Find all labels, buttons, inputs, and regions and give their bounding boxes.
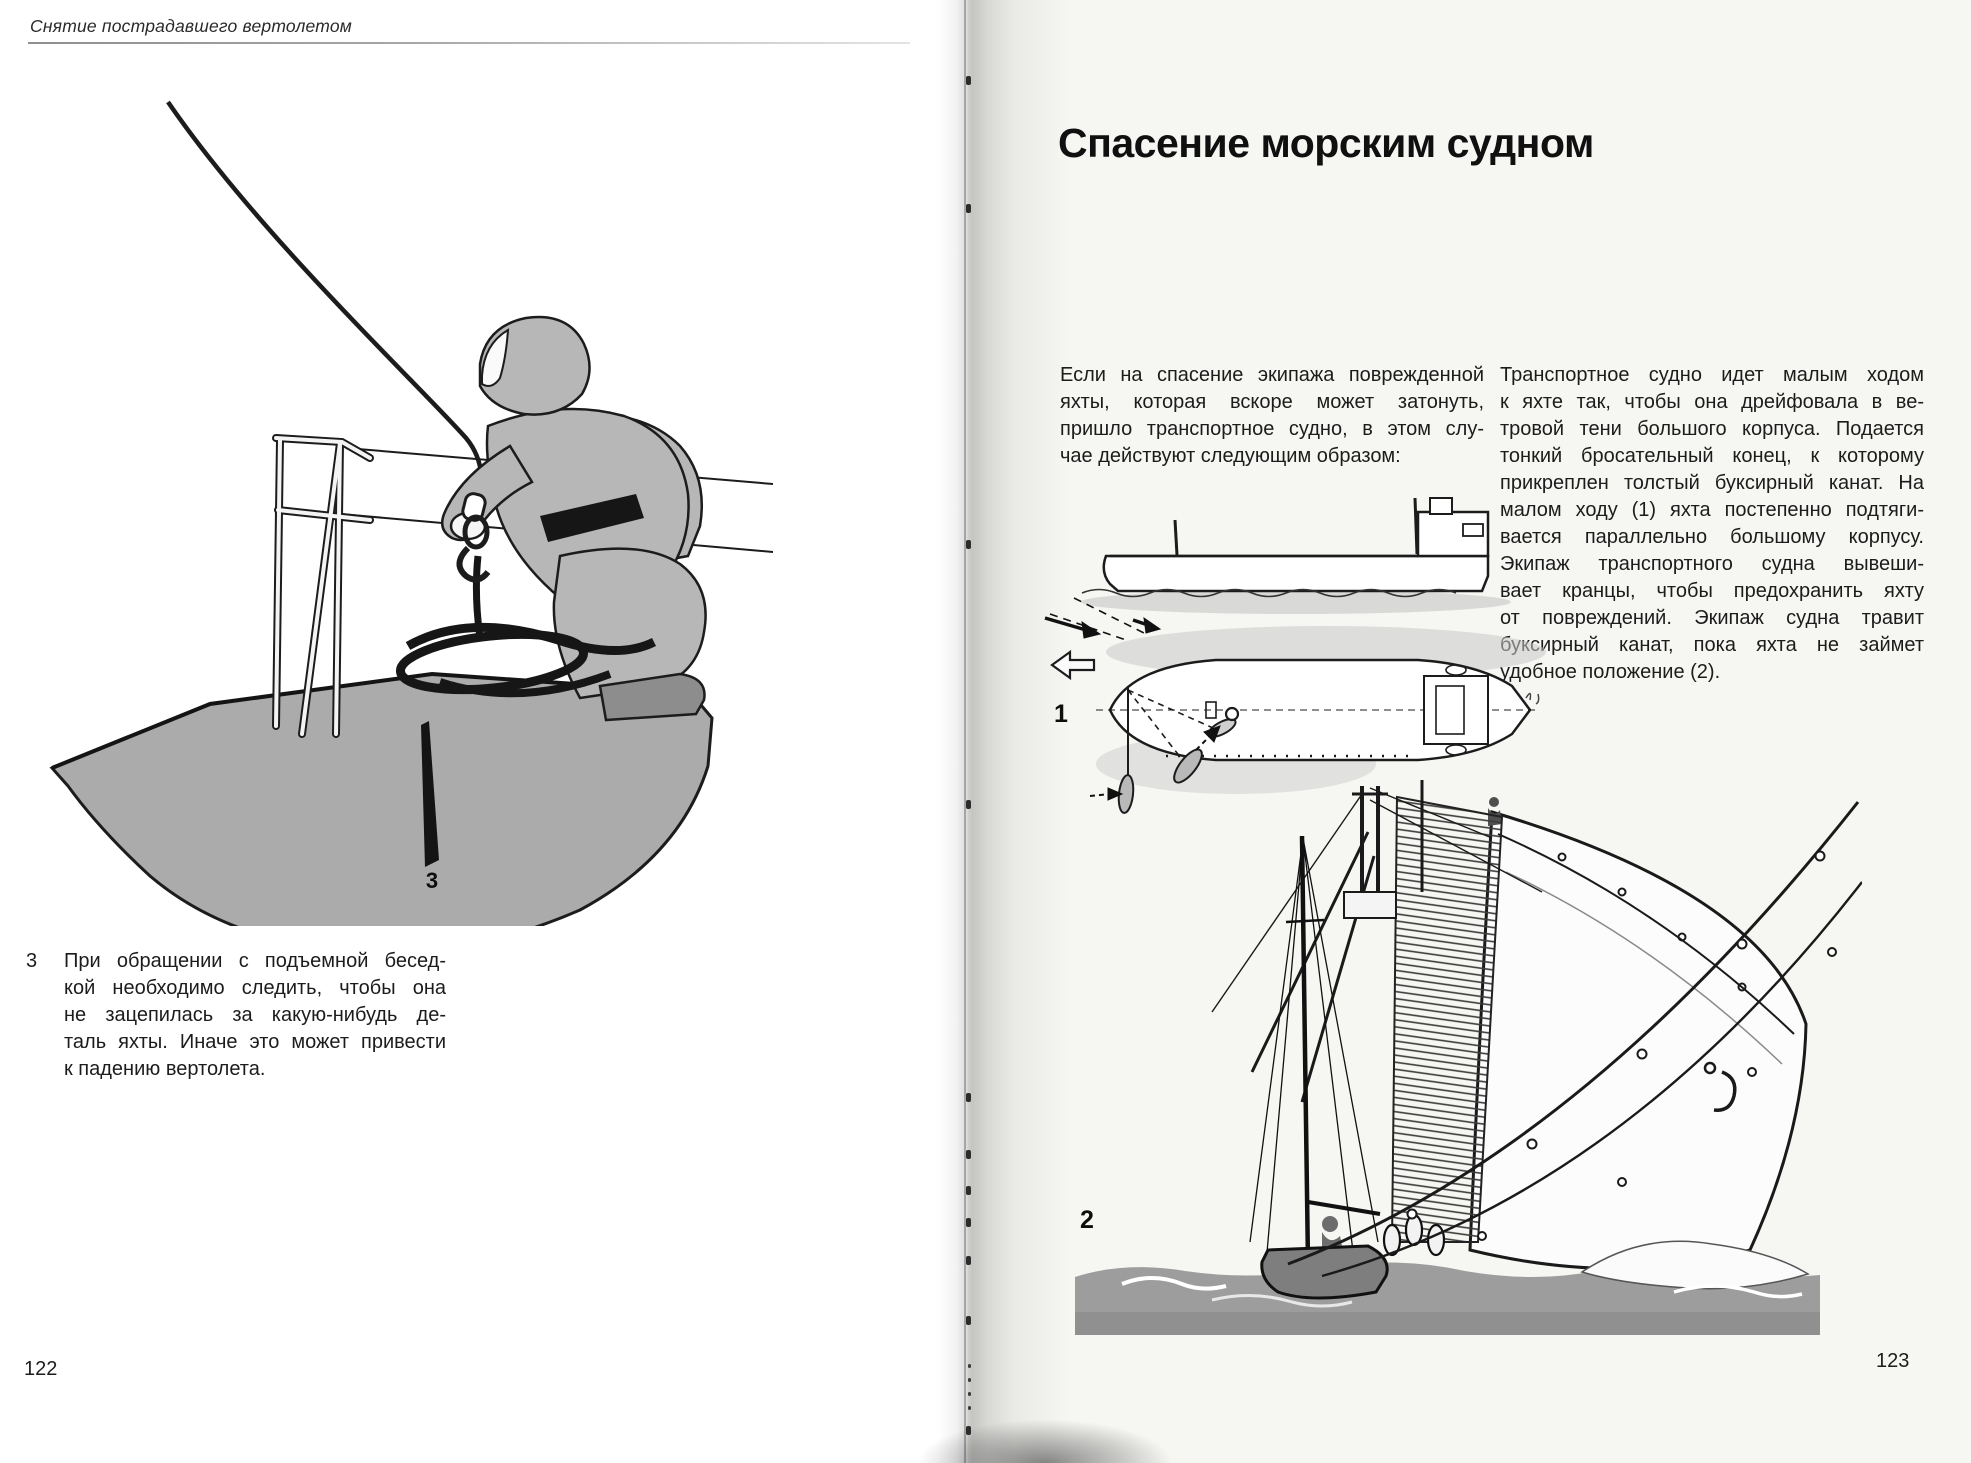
caption-line: кой необходимо следить, чтобы она — [64, 977, 446, 999]
body-line: Транспортное судно идет малым ходом — [1500, 364, 1924, 386]
gutter-shadow — [938, 0, 1070, 1463]
body-line: удобное положение (2). — [1500, 661, 1721, 683]
caption-number: 3 — [26, 950, 38, 972]
running-header: Снятие пострадавшего вертолетом — [30, 16, 352, 36]
caption-line: При обращении с подъемной бесед- — [64, 950, 446, 972]
figure-3-marker-label: 3 — [425, 868, 439, 893]
figure-2-label: 2 — [1080, 1206, 1094, 1234]
body-line: буксирный канат, пока яхта не займет — [1500, 634, 1924, 656]
page-edge — [964, 0, 966, 1463]
intro-line: Если на спасение экипажа поврежденной — [1060, 364, 1484, 386]
figure-2-illustration — [1075, 780, 1862, 1335]
body-paragraph: Транспортное судно идет малым ходом к ях… — [1500, 362, 1924, 686]
body-line: Экипаж транспортного судна вывеши- — [1500, 553, 1924, 575]
caption-text: При обращении с подъемной бесед- кой нео… — [64, 948, 446, 1083]
body-line: прикреплен толстый буксирный канат. На — [1500, 472, 1924, 494]
helicopter-winch-illustration — [49, 100, 773, 926]
body-line: к яхте так, чтобы она дрейфовала в ве- — [1500, 391, 1924, 413]
caption-line: таль яхты. Иначе это может привести — [64, 1031, 446, 1053]
intro-line: пришло транспортное судно, в этом слу- — [1060, 418, 1484, 440]
figure-caption: 3 При обращении с подъемной бесед- кой н… — [26, 948, 450, 1083]
body-line: тонкий бросательный конец, к которому — [1500, 445, 1924, 467]
page-number-left: 122 — [24, 1358, 58, 1380]
caption-line: не зацепилась за какую-нибудь де- — [64, 1004, 446, 1026]
intro-line: чае действуют следующим образом: — [1060, 445, 1401, 467]
body-line: малом ходу (1) яхта постепенно подтяги- — [1500, 499, 1924, 521]
figure-1-diagram — [1044, 497, 1546, 814]
right-page-title: Спасение морским судном — [1058, 120, 1594, 166]
body-line: вает кранцы, чтобы предохранить яхту — [1500, 580, 1924, 602]
bottom-gutter-shadow — [920, 1420, 1170, 1463]
page-number-right: 123 — [1876, 1350, 1910, 1372]
caption-line: к падению вертолета. — [64, 1058, 266, 1080]
body-line: вается параллельно большому корпусу. — [1500, 526, 1924, 548]
body-line: тровой тени большого корпуса. Подается — [1500, 418, 1924, 440]
body-line: от повреждений. Экипаж судна травит — [1500, 607, 1924, 629]
intro-paragraph: Если на спасение экипажа поврежденной ях… — [1060, 362, 1484, 470]
figure-1-label: 1 — [1054, 700, 1068, 728]
intro-line: яхты, которая вскоре может затонуть, — [1060, 391, 1484, 413]
header-rule — [28, 42, 910, 44]
